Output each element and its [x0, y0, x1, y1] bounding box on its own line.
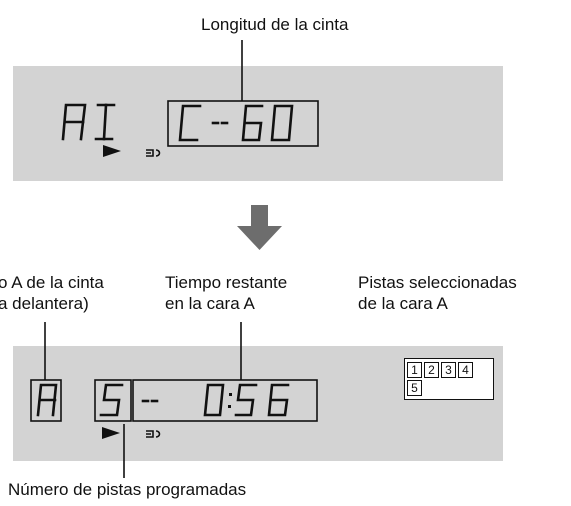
dolby-indicator-2-icon: [146, 430, 161, 438]
side-a-label: o A de la cinta a delantera): [0, 272, 104, 314]
remaining-time-label-line2: en la cara A: [165, 294, 255, 313]
track-cell-5: 5: [407, 380, 422, 396]
tape-length-readout: [178, 104, 294, 142]
remaining-time-label-line1: Tiempo restante: [165, 273, 288, 292]
remaining-time-label: Tiempo restante en la cara A: [165, 272, 287, 314]
dolby-indicator-icon: [146, 149, 161, 157]
track-count-readout: [99, 383, 124, 417]
display-1-left-code: [61, 103, 116, 141]
play-indicator-2-icon: [102, 427, 120, 439]
side-a-label-line2: a delantera): [0, 294, 89, 313]
track-cell-3: 3: [441, 362, 456, 378]
down-arrow-icon: [237, 205, 282, 250]
tape-length-box: [167, 100, 319, 147]
side-indicator-box: [30, 379, 62, 422]
time-colon: [229, 393, 232, 396]
selected-tracks-label-line1: Pistas seleccionadas: [358, 273, 517, 292]
track-cell-1: 1: [407, 362, 422, 378]
remaining-time-box: [132, 379, 318, 422]
programmed-count-label: Número de pistas programadas: [8, 480, 247, 499]
track-cell-4: 4: [458, 362, 473, 378]
tape-length-label: Longitud de la cinta: [201, 15, 349, 34]
selected-tracks-label: Pistas seleccionadas de la cara A: [358, 272, 517, 314]
play-indicator-icon: [103, 145, 121, 157]
remaining-time-readout: [141, 383, 290, 417]
selected-tracks-label-line2: de la cara A: [358, 294, 448, 313]
track-grid: 1 2 3 4 5: [404, 358, 494, 400]
track-count-box: [94, 379, 132, 422]
track-cell-2: 2: [424, 362, 439, 378]
side-indicator-readout: [36, 383, 58, 417]
side-a-label-line1: o A de la cinta: [0, 273, 104, 292]
